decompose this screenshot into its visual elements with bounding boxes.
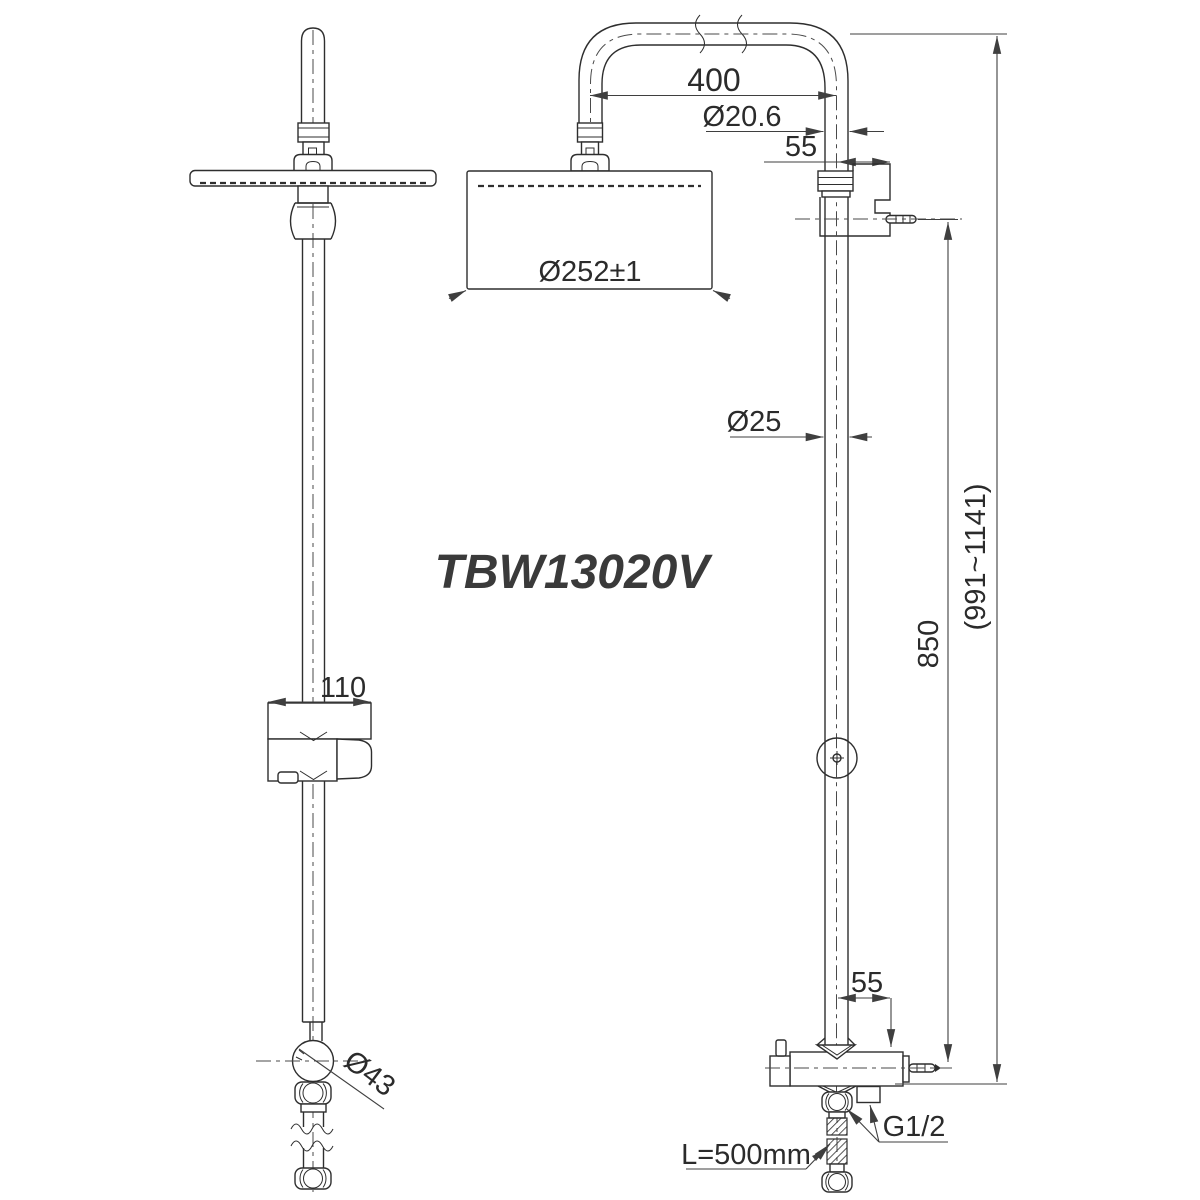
head-connector-side (570, 122, 610, 172)
slider-knob-side (816, 737, 858, 779)
disc-lower-joint-front (289, 185, 337, 240)
dim-head-diameter-label: Ø252±1 (539, 256, 642, 288)
riser-pipe-front (301, 239, 326, 1022)
hose-length-label: L=500mm (681, 1139, 811, 1171)
arm-break-symbol (695, 14, 705, 54)
arm-front-outline (300, 27, 326, 123)
dim-pipe-od: Ø25 (727, 406, 872, 442)
dim-arm-length-label: 400 (687, 62, 740, 98)
top-wall-bracket (795, 163, 962, 237)
double-arrowhead (812, 1151, 824, 1161)
dim-arm-od: Ø20.6 (703, 101, 884, 136)
dim-top-wall-offset: 55 (764, 131, 891, 167)
shower-arm-side (578, 14, 849, 123)
front-view: 110 Ø43 (189, 27, 437, 1192)
label-thread-size: G1/2 (846, 1104, 948, 1143)
head-nut-front (297, 122, 330, 143)
dim-head-diameter: Ø252±1 (448, 256, 731, 302)
side-view-centerline (590, 33, 837, 1108)
dim-overall-height-label: (991~1141) (960, 484, 992, 631)
dim-slider-width: 110 (267, 672, 372, 707)
flex-hose-side (821, 1091, 853, 1193)
diverter-knob-front (256, 1021, 372, 1083)
dim-pipe-od-label: Ø25 (727, 406, 782, 438)
dim-knob-diameter-label: Ø43 (338, 1045, 401, 1104)
dim-overall-height: (991~1141) (850, 33, 1007, 1085)
model-number-label: TBW13020V (435, 546, 714, 599)
dim-arm-length: 400 (589, 62, 837, 100)
thread-size-label: G1/2 (883, 1111, 946, 1143)
dim-arm-od-label: Ø20.6 (703, 101, 782, 133)
head-swivel-front (293, 141, 333, 172)
label-hose-length: L=500mm (681, 1139, 831, 1171)
dim-slider-width-label: 110 (320, 672, 366, 704)
outlet-port-g12 (856, 1085, 881, 1104)
hose-nut-upper-front (294, 1081, 332, 1113)
bottom-valve-body (765, 1037, 952, 1104)
hand-shower-hose-front (290, 1112, 334, 1190)
slider-bracket-front (267, 702, 373, 784)
shower-head-side (466, 170, 713, 290)
dim-bottom-wall-offset-label: 55 (851, 967, 883, 999)
dim-mount-span-label: 850 (913, 620, 945, 668)
dim-bottom-wall-offset: 55 (837, 967, 896, 1048)
dim-mount-span: 850 (913, 218, 958, 1063)
riser-pipe-side (824, 81, 849, 1046)
side-view: Ø252±1 400 Ø20.6 55 (448, 14, 1007, 1194)
dim-top-wall-offset-label: 55 (785, 131, 817, 163)
